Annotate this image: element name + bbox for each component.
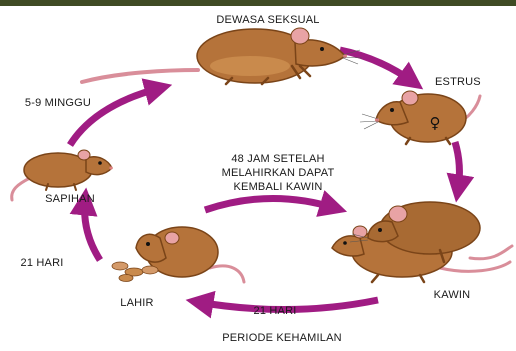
label-birth: LAHIR (120, 297, 153, 309)
mating-rats-illustration (332, 202, 512, 282)
adult-rat-illustration (82, 28, 362, 84)
label-mating: KAWIN (434, 289, 471, 301)
label-gestation-days: 21 HARI (254, 305, 297, 317)
label-adult: DEWASA SEKSUAL (216, 14, 319, 26)
label-postpartum-line3: KEMBALI KAWIN (234, 181, 323, 193)
arrow-estrus-to-mating (455, 142, 459, 190)
top-background-strip (0, 0, 516, 6)
arrow-postpartum-mating (205, 198, 335, 210)
label-weaning: SAPIHAN (45, 193, 95, 205)
label-maturation: 5-9 MINGGU (25, 97, 91, 109)
label-gestation: PERIODE KEHAMILAN (222, 332, 342, 344)
label-postpartum-line2: MELAHIRKAN DAPAT (222, 167, 335, 179)
birth-rat-and-pups-illustration (112, 227, 244, 282)
arrow-birth-to-weaning (85, 200, 100, 260)
female-symbol: ♀ (430, 114, 441, 132)
label-nursing-days: 21 HARI (21, 257, 64, 269)
label-estrus: ESTRUS (435, 76, 481, 88)
estrus-rat-illustration (360, 91, 480, 144)
label-postpartum-line1: 48 JAM SETELAH (231, 153, 324, 165)
arrow-adult-to-estrus (340, 50, 413, 82)
